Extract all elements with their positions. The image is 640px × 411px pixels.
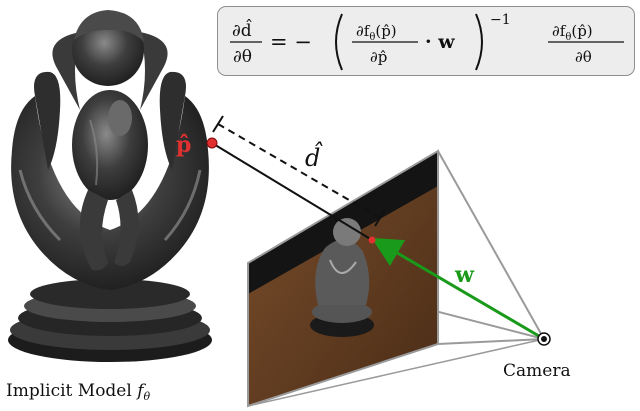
distance-dashed-line bbox=[217, 123, 381, 219]
direction-label: w bbox=[454, 262, 475, 288]
distance-tick-start bbox=[212, 115, 224, 133]
camera-label: Camera bbox=[503, 361, 571, 381]
eq-inner-numerator: ∂fθ(p̂) bbox=[356, 22, 397, 43]
eq-equals-minus: = − bbox=[270, 30, 312, 54]
eq-inner-denominator: ∂p̂ bbox=[370, 48, 387, 66]
eq-dot-w: · w bbox=[425, 31, 455, 53]
image-plane bbox=[247, 149, 439, 408]
eq-paren-right bbox=[475, 13, 483, 71]
ray-line bbox=[211, 142, 373, 241]
distance-label: d̂ bbox=[305, 141, 323, 172]
statue-image bbox=[8, 10, 212, 362]
eq-exponent: −1 bbox=[490, 12, 511, 28]
surface-point bbox=[206, 137, 218, 149]
eq-lhs-denominator: ∂θ bbox=[233, 47, 252, 67]
eq-lhs-numerator: ∂d̂ bbox=[232, 19, 252, 41]
equation: ∂d̂ ∂θ = − ∂fθ(p̂) ∂p̂ · w −1 ∂fθ(p̂) ∂θ bbox=[230, 12, 624, 71]
eq-rhs-denominator: ∂θ bbox=[575, 48, 592, 66]
equation-box bbox=[217, 6, 635, 76]
distance-tick-end bbox=[374, 209, 386, 227]
depth-annotation bbox=[211, 115, 386, 241]
direction-arrow bbox=[371, 237, 545, 341]
point-label: p̂ bbox=[176, 132, 191, 158]
eq-rhs-numerator: ∂fθ(p̂) bbox=[552, 22, 593, 43]
eq-paren-left bbox=[335, 13, 343, 71]
pixel-point bbox=[368, 236, 376, 244]
model-caption: Implicit Model fθ bbox=[6, 381, 151, 403]
